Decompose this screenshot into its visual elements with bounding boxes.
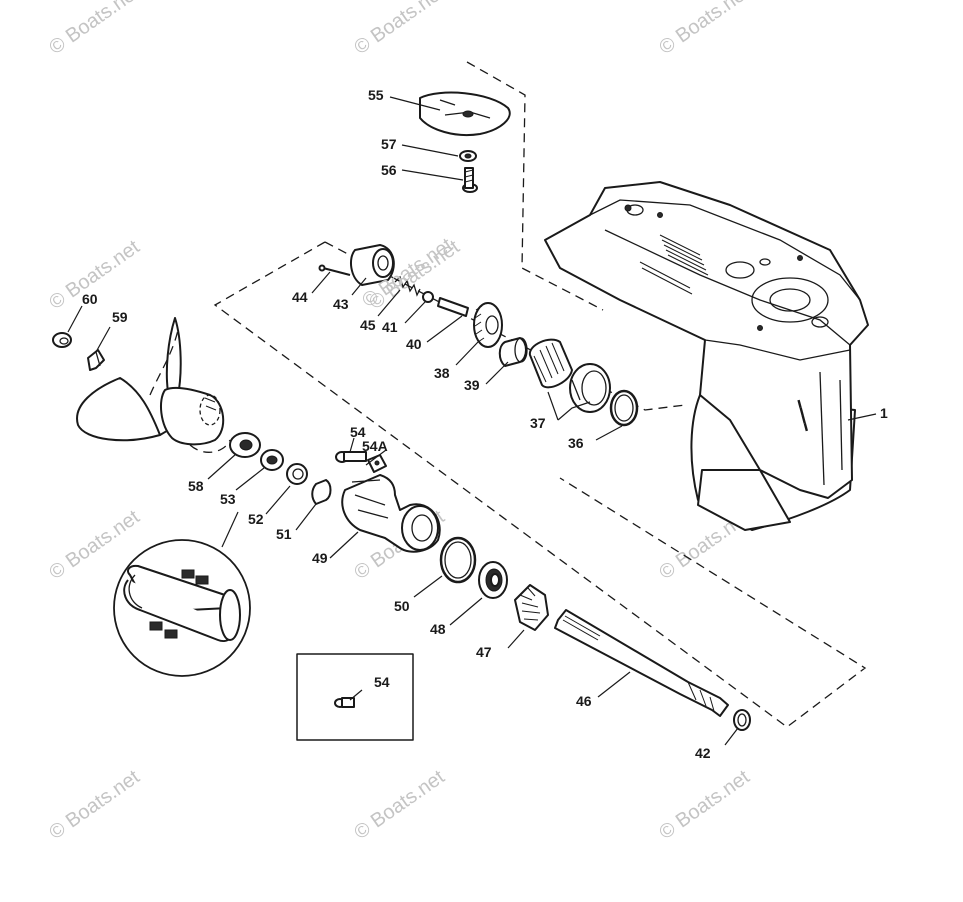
needle-bearing	[311, 479, 332, 505]
callout-labels: 1 36 37 38 39 40 41 42 43 44 45 46 47 48…	[82, 87, 888, 761]
callout-56: 56	[381, 162, 397, 178]
callout-36: 36	[568, 435, 584, 451]
callout-43: 43	[333, 296, 349, 312]
callout-39: 39	[464, 377, 480, 393]
watermark: © Boats.net	[350, 0, 449, 59]
propeller-nut	[52, 332, 72, 348]
inset-detail-box	[296, 653, 414, 741]
callout-58: 58	[188, 478, 204, 494]
watermark: © Boats.net	[45, 0, 144, 59]
callout-41: 41	[382, 319, 398, 335]
detent-ball	[422, 291, 434, 303]
assembly-boundary-line	[213, 241, 867, 728]
oil-seal	[260, 449, 284, 471]
shift-spring	[394, 275, 421, 297]
callout-38: 38	[434, 365, 450, 381]
o-ring-carrier	[439, 536, 477, 584]
callout-48: 48	[430, 621, 446, 637]
anode-screw	[462, 167, 478, 193]
callout-46: 46	[576, 693, 592, 709]
reverse-gear	[514, 584, 549, 631]
propeller	[76, 317, 231, 453]
retainer-clip	[367, 454, 387, 473]
callout-47: 47	[476, 644, 492, 660]
callout-leaders	[67, 96, 877, 746]
callout-54A: 54A	[362, 438, 388, 454]
anode-plate	[419, 91, 511, 136]
callout-40: 40	[406, 336, 422, 352]
callout-57: 57	[381, 136, 397, 152]
callout-51: 51	[276, 526, 292, 542]
ball-bearing	[478, 561, 508, 599]
watermark: © Boats.net	[45, 766, 144, 844]
tapered-bearing-cone	[528, 338, 573, 389]
callout-55: 55	[368, 87, 384, 103]
callout-44: 44	[292, 289, 308, 305]
callout-54-inset: 54	[374, 674, 390, 690]
callout-1: 1	[880, 405, 888, 421]
callout-53: 53	[220, 491, 236, 507]
cotter-pin	[87, 349, 105, 371]
callout-45: 45	[360, 317, 376, 333]
bearing-carrier	[341, 474, 441, 553]
callout-59: 59	[112, 309, 128, 325]
o-ring-forward	[609, 389, 639, 427]
anode-guide-line	[466, 61, 604, 311]
gearcase-housing: ▬▬▬▬	[544, 181, 869, 531]
thrust-washer	[229, 432, 261, 458]
roller-bearing	[498, 337, 528, 367]
pinion-gear	[473, 302, 503, 348]
callout-52: 52	[248, 511, 264, 527]
watermark: © Boats.net	[350, 766, 449, 844]
callout-60: 60	[82, 291, 98, 307]
shaft-retaining-ring	[733, 709, 751, 731]
watermark: © Boats.net	[655, 766, 754, 844]
propeller-shaft	[554, 609, 729, 717]
callout-50: 50	[394, 598, 410, 614]
callout-42: 42	[695, 745, 711, 761]
bearing-cup	[569, 363, 611, 413]
callout-54: 54	[350, 424, 366, 440]
cam-follower-housing	[349, 244, 395, 286]
cross-pin	[318, 264, 351, 276]
watermark: © Boats.net	[655, 0, 754, 59]
cam-follower	[437, 297, 469, 317]
lock-washer	[459, 150, 477, 162]
retainer-screw	[335, 451, 367, 463]
clutch-detail-circle	[113, 511, 251, 677]
callout-49: 49	[312, 550, 328, 566]
seal-retainer	[286, 463, 308, 485]
callout-37: 37	[530, 415, 546, 431]
